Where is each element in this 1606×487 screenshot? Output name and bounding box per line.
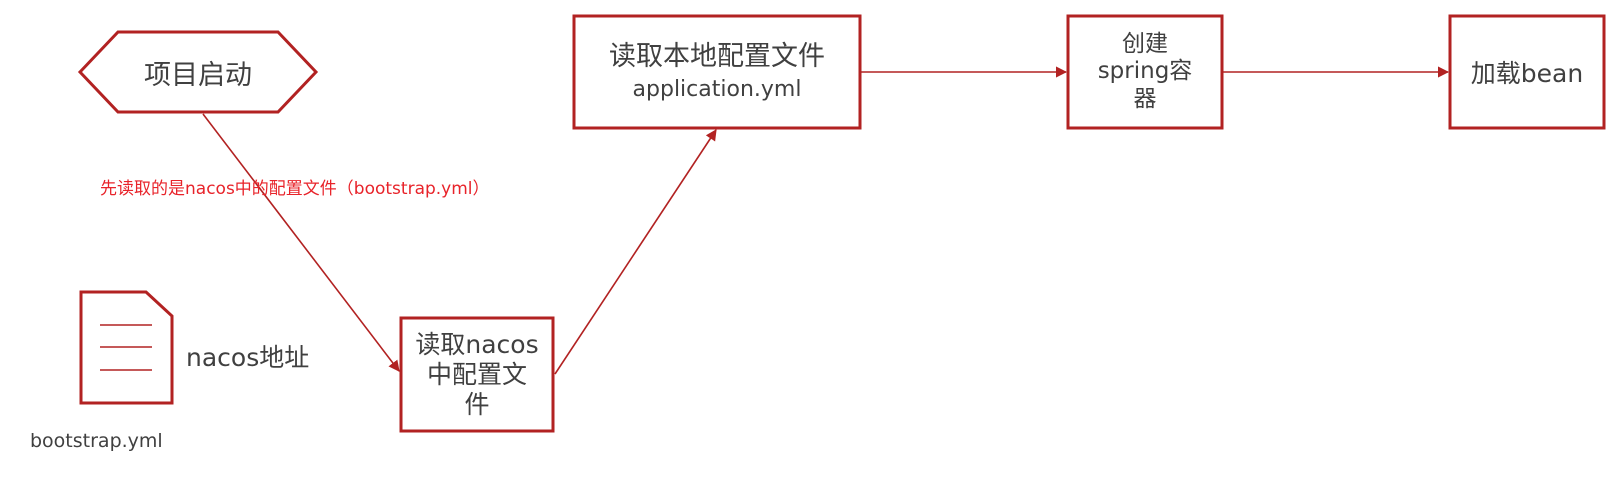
read-nacos-line: 件 <box>464 389 490 419</box>
start-label: 项目启动 <box>144 59 252 91</box>
read-nacos-box <box>399 316 555 433</box>
create-spring-line: spring容 <box>1097 58 1193 85</box>
start-hexagon <box>77 30 319 114</box>
read-nacos-line: 读取nacos <box>415 329 539 359</box>
load-bean-box <box>1448 14 1606 130</box>
read-nacos-line: 中配置文 <box>426 359 527 389</box>
create-spring-label: 创建 spring容 器 <box>1068 16 1222 128</box>
nacos-address-label: nacos地址 <box>186 343 310 372</box>
load-bean-label: 加载bean <box>1470 59 1584 88</box>
read-local-box <box>572 14 862 130</box>
read-local-label: 读取本地配置文件 application.yml <box>574 16 860 128</box>
arrow-start-to-nacos <box>202 113 400 372</box>
arrow-nacos-to-local <box>554 129 717 375</box>
read-local-subtitle: application.yml <box>632 77 802 102</box>
read-nacos-label: 读取nacos 中配置文 件 <box>401 318 553 431</box>
read-local-title: 读取本地配置文件 <box>609 40 825 72</box>
bootstrap-file-label: bootstrap.yml <box>30 430 163 452</box>
create-spring-line: 创建 <box>1122 30 1168 57</box>
create-spring-box <box>1066 14 1224 130</box>
create-spring-line: 器 <box>1133 85 1157 112</box>
annotation-text: 先读取的是nacos中的配置文件（bootstrap.yml） <box>100 178 490 199</box>
